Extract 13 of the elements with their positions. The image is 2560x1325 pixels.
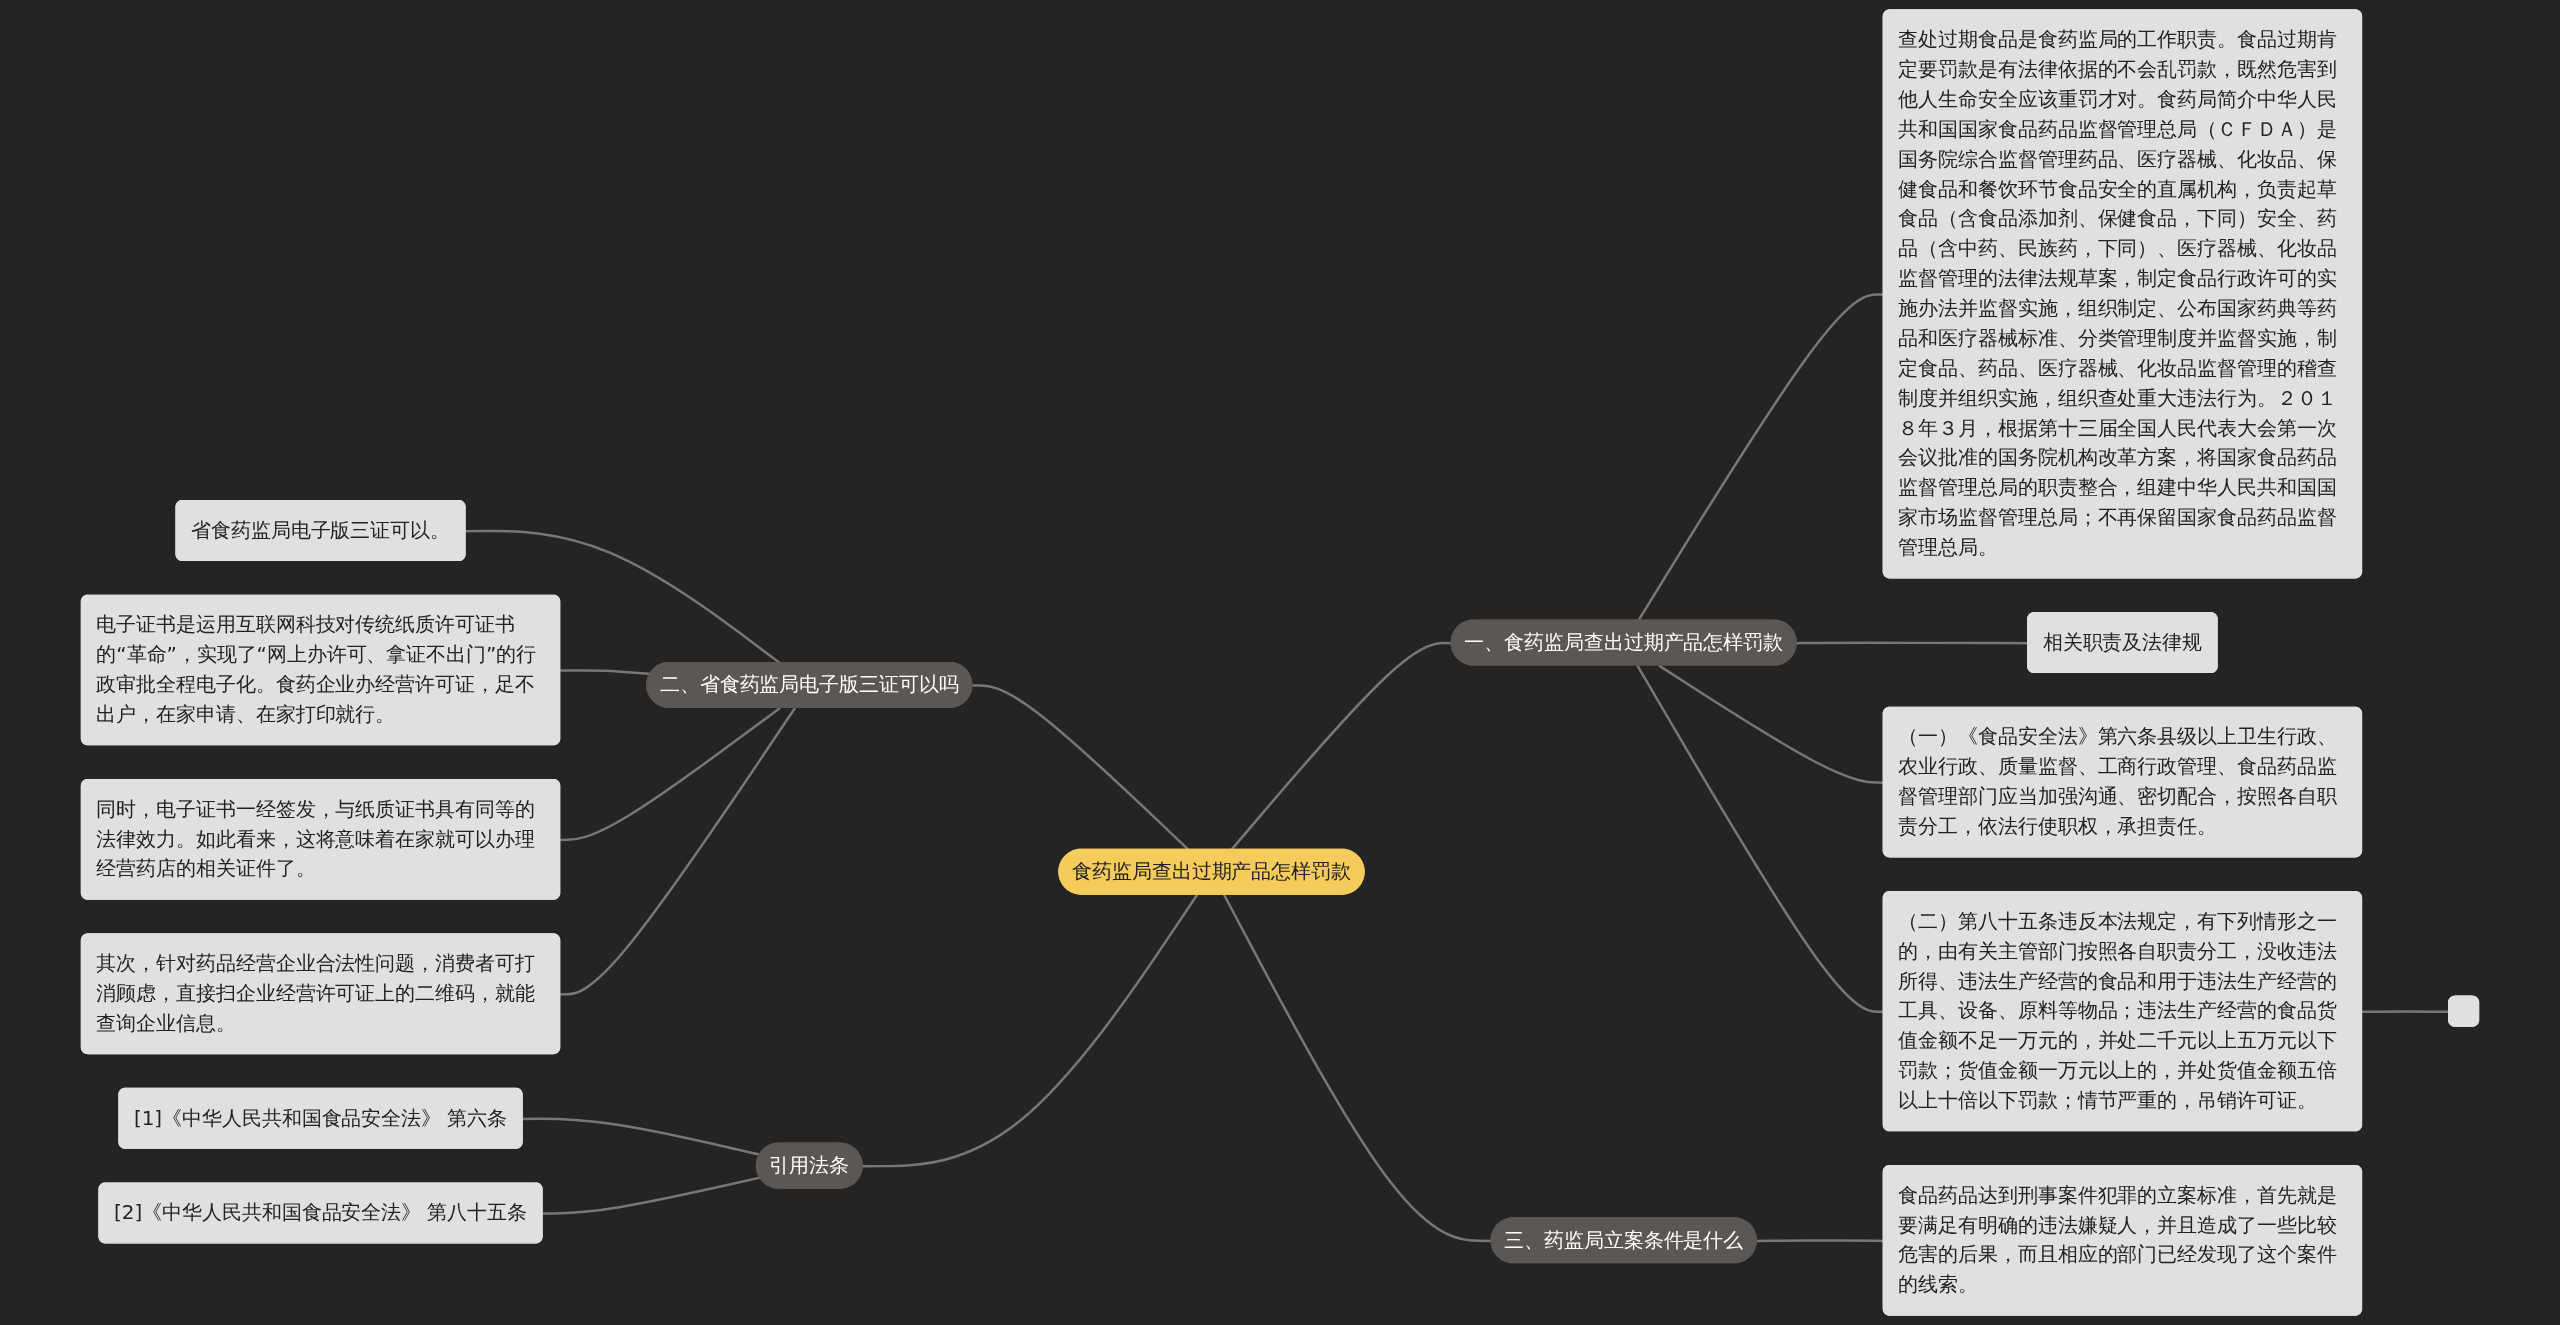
connector — [972, 684, 1190, 851]
connector — [1222, 894, 1492, 1243]
connector — [560, 707, 796, 996]
connector — [862, 894, 1199, 1168]
connector — [1658, 664, 1884, 784]
connector — [1230, 641, 1452, 851]
connector — [560, 669, 651, 676]
connector — [1636, 665, 1884, 1014]
connector — [542, 1176, 761, 1215]
connector — [560, 706, 781, 842]
connector — [1637, 293, 1884, 622]
connector — [522, 1117, 761, 1156]
connector — [1756, 1239, 1884, 1243]
